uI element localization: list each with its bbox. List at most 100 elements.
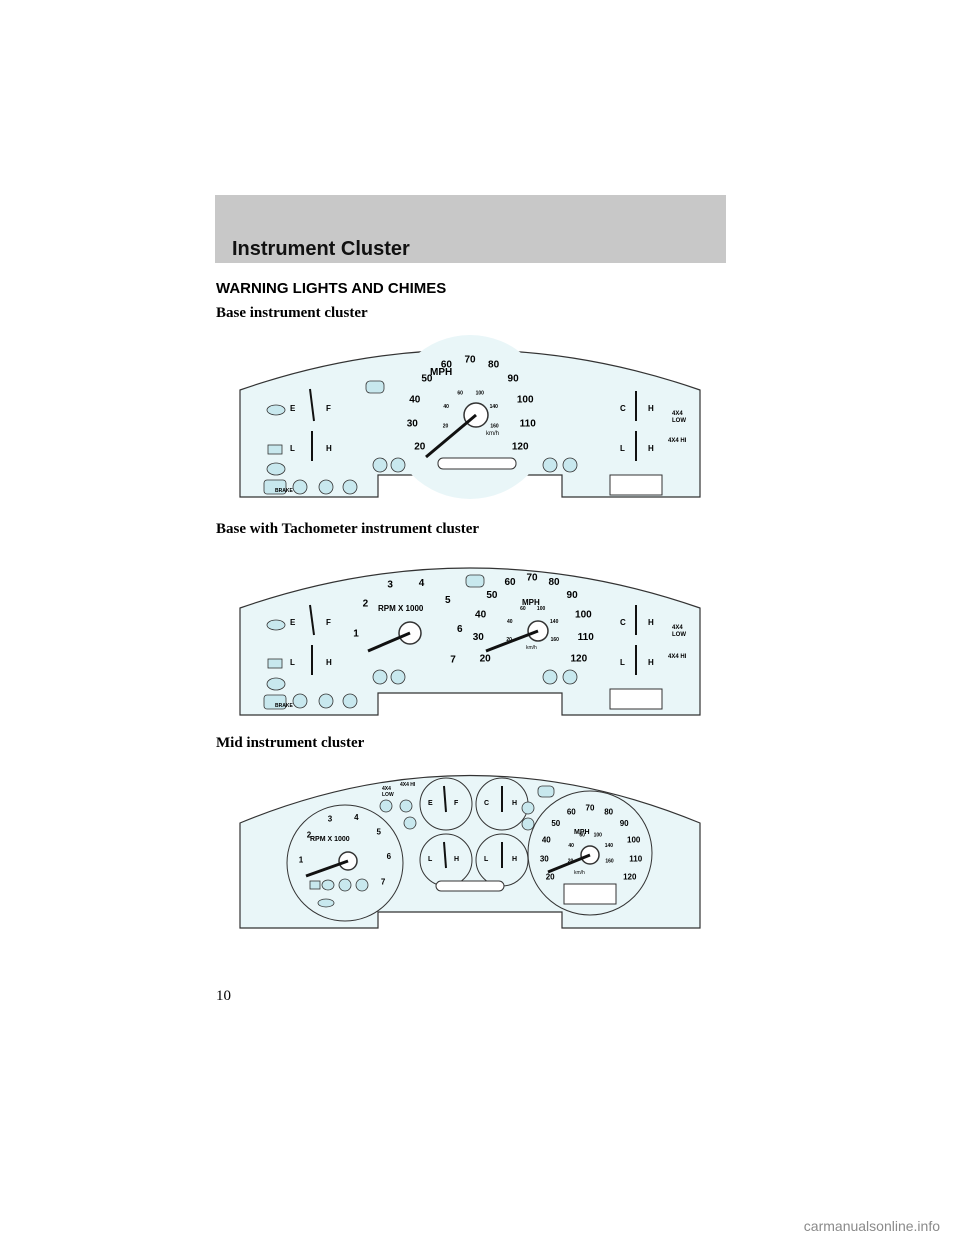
tach-needle xyxy=(367,631,411,653)
kmh-label: km/h xyxy=(574,870,585,876)
oil-l-label: L xyxy=(290,444,295,453)
tach-numeral: 6 xyxy=(387,852,392,861)
caption-base: Base instrument cluster xyxy=(216,305,368,321)
fuel-f-label: F xyxy=(326,404,331,413)
speedo-numeral: 110 xyxy=(629,855,642,864)
kmh-numeral: 100 xyxy=(537,606,546,612)
speedo-numeral: 120 xyxy=(512,441,529,452)
kmh-numeral: 60 xyxy=(579,833,585,839)
kmh-numeral: 140 xyxy=(550,619,559,625)
odometer-display xyxy=(437,457,517,470)
page-header-title: Instrument Cluster xyxy=(232,238,410,260)
speedo-numeral: 110 xyxy=(520,418,537,429)
oil-pressure-gauge: L H xyxy=(290,431,332,461)
speedo-numeral: 50 xyxy=(551,819,560,828)
battery-icon xyxy=(267,658,283,669)
speedo-numeral: 20 xyxy=(480,653,492,664)
kmh-label: km/h xyxy=(526,645,537,651)
oil-l-label: L xyxy=(428,856,433,863)
mph-label: MPH xyxy=(430,367,452,378)
rpm-label: RPM X 1000 xyxy=(310,836,350,843)
speedo-numeral: 100 xyxy=(575,610,592,621)
kmh-numeral: 160 xyxy=(605,859,614,865)
kmh-numeral: 40 xyxy=(568,843,574,849)
kmh-numeral: 100 xyxy=(476,391,485,397)
tach-numeral: 3 xyxy=(387,580,393,591)
page-number: 10 xyxy=(216,988,231,1004)
seatbelt-icon xyxy=(318,693,334,709)
voltmeter-gauge: L H xyxy=(620,431,654,461)
speedo-numeral: 120 xyxy=(623,873,637,882)
speedo-numeral: 70 xyxy=(526,572,538,583)
speedo-numeral: 50 xyxy=(421,374,433,385)
speedo-numeral: 20 xyxy=(414,441,426,452)
kmh-numeral: 20 xyxy=(443,424,449,430)
speedo-numeral: 110 xyxy=(578,632,595,643)
caption-mid: Mid instrument cluster xyxy=(216,735,365,751)
4x4-low-label-line2: LOW xyxy=(672,418,686,424)
kmh-numeral: 100 xyxy=(594,833,603,839)
speedo-numeral: 40 xyxy=(542,836,551,845)
cruise-icon xyxy=(562,457,578,473)
warning-icons xyxy=(309,785,555,908)
tach-numeral: 4 xyxy=(419,578,425,589)
speedo-needle xyxy=(485,629,539,653)
4x4-low-label-line2: LOW xyxy=(382,792,394,798)
fuel-e-label: E xyxy=(428,800,433,807)
right-turn-icon xyxy=(542,669,558,685)
kmh-numeral: 140 xyxy=(605,843,614,849)
kmh-label: km/h xyxy=(486,431,499,437)
brake-icon xyxy=(263,694,287,710)
kmh-numeral: 60 xyxy=(457,391,463,397)
4x4-low-label-line1: 4X4 xyxy=(382,786,391,792)
volt-h-label: H xyxy=(512,856,517,863)
speedo-numeral: 70 xyxy=(464,354,476,365)
rpm-label: RPM X 1000 xyxy=(378,604,424,613)
temp-c-label: C xyxy=(484,800,489,807)
tach-numeral: 1 xyxy=(299,856,304,865)
airbag-icon xyxy=(342,479,358,495)
message-display xyxy=(609,474,663,496)
speedo-numeral: 60 xyxy=(504,577,516,588)
oil-l-label: L xyxy=(290,658,295,667)
speedo-numeral: 40 xyxy=(409,394,421,405)
tach-numeral: 2 xyxy=(363,599,369,610)
temp-h-label: H xyxy=(512,800,517,807)
warning-icons xyxy=(263,380,578,495)
4x4-low-label-line1: 4X4 xyxy=(672,625,683,631)
speedo-numeral: 30 xyxy=(407,418,419,429)
4x4-low-label-line1: 4X4 xyxy=(672,411,683,417)
oil-h-label: H xyxy=(326,444,332,453)
temp-h-label: H xyxy=(648,404,654,413)
kmh-numeral: 40 xyxy=(507,619,513,625)
door-ajar-icon xyxy=(372,457,388,473)
tach-numeral: 2 xyxy=(307,830,312,839)
speedometer: MPH km/h 2030405060708090100110120204060… xyxy=(527,790,653,916)
message-display xyxy=(609,688,663,710)
left-turn-icon xyxy=(390,457,406,473)
speedo-numeral: 80 xyxy=(488,359,500,370)
speedo-numeral: 60 xyxy=(567,808,576,817)
kmh-numeral: 160 xyxy=(490,424,499,430)
speedo-numeral: 90 xyxy=(567,590,579,601)
speedo-numeral: 50 xyxy=(486,590,498,601)
fuel-e-label: E xyxy=(290,618,296,627)
kmh-numeral: 140 xyxy=(490,404,499,410)
right-turn-icon xyxy=(542,457,558,473)
brake-icon xyxy=(263,479,287,495)
speedo-numeral: 70 xyxy=(586,804,595,813)
mph-label: MPH xyxy=(574,829,590,836)
brake-label: BRAKE xyxy=(275,488,293,494)
warning-icons xyxy=(263,574,578,710)
header-band xyxy=(215,195,726,263)
tach-numeral: 4 xyxy=(354,813,359,822)
speedo-numeral: 40 xyxy=(475,610,487,621)
speedo-numeral: 120 xyxy=(570,653,587,664)
